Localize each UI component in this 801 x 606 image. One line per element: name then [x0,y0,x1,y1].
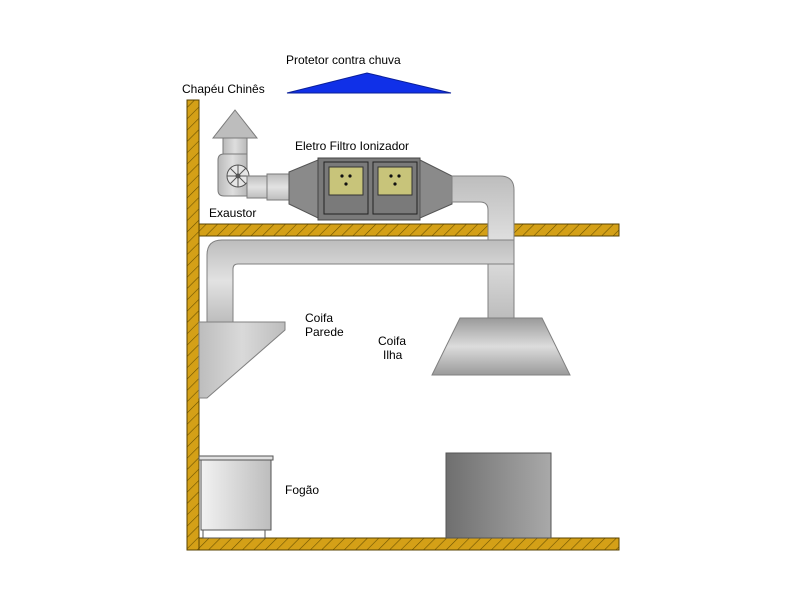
floor-slab [198,537,620,551]
label-rain-protector: Protetor contra chuva [286,53,401,67]
label-wall-hood-2: Parede [305,325,344,339]
filter-inlet-transition [288,159,319,219]
filter-outlet-transition [419,159,453,219]
rain-protector-cap [286,72,452,94]
fan-icon [226,164,250,188]
label-wall-hood-1: Coifa [305,311,334,325]
exhaust-fan [217,153,290,201]
wall-hood [198,321,286,399]
chinese-hat-arrow [211,109,259,155]
label-exhaust: Exaustor [209,206,257,220]
wall [186,99,200,551]
ceiling-slab [198,223,620,237]
label-island-hood-2: Ilha [383,348,403,362]
filter-dots-icon [340,174,401,186]
ionizer-filter [288,157,453,221]
island-counter [445,452,552,539]
label-chinese-hat: Chapéu Chinês [182,82,265,96]
duct-under-ceiling [206,239,515,323]
label-stove: Fogão [285,483,320,497]
label-island-hood-1: Coifa [378,334,407,348]
stove [198,455,274,539]
island-hood [431,317,571,376]
label-ionizer-filter: Eletro Filtro Ionizador [295,139,410,153]
